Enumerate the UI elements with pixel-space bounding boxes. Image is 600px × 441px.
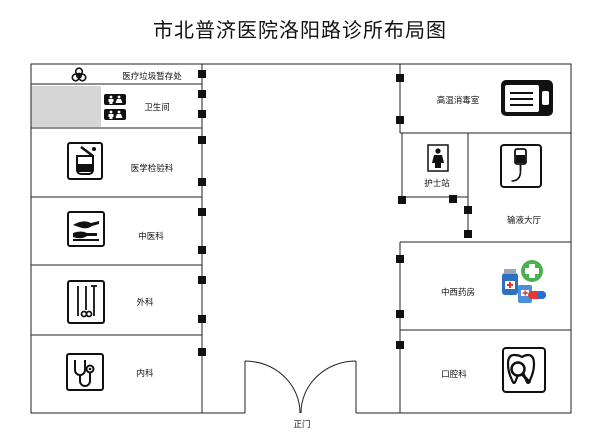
toilet-shading (31, 86, 101, 127)
sterilizer-icon (501, 80, 553, 116)
hand-massage-icon (67, 211, 105, 247)
room-label-tcm: 中医科 (138, 232, 164, 242)
restroom-icon (104, 94, 126, 120)
biohazard-icon (71, 67, 87, 82)
room-label-toilet: 卫生间 (144, 103, 170, 113)
page-title: 市北普济医院洛阳路诊所布局图 (153, 18, 447, 42)
room-label-nurse: 护士站 (424, 179, 450, 189)
room-label-internal: 内科 (136, 369, 154, 379)
room-label-pharmacy: 中西药房 (440, 288, 476, 298)
wall-columns (198, 70, 472, 356)
stethoscope-icon (66, 353, 104, 391)
room-label-surgery: 外科 (136, 298, 154, 308)
nurse-icon (427, 144, 449, 172)
tooth-icon (502, 347, 546, 393)
room-label-dental: 口腔科 (441, 370, 467, 380)
room-label-lab: 医学检验科 (130, 164, 174, 174)
room-label-infusion: 输液大厅 (506, 216, 542, 226)
room-label-sterilization: 高温消毒室 (436, 96, 480, 106)
surgical-tools-icon (67, 280, 105, 324)
lab-flask-icon (67, 142, 103, 180)
entrance-label: 正门 (293, 420, 311, 430)
room-label-waste: 医疗垃圾暂存处 (122, 72, 182, 82)
medicine-icon (502, 260, 546, 303)
iv-drip-icon (500, 144, 542, 188)
